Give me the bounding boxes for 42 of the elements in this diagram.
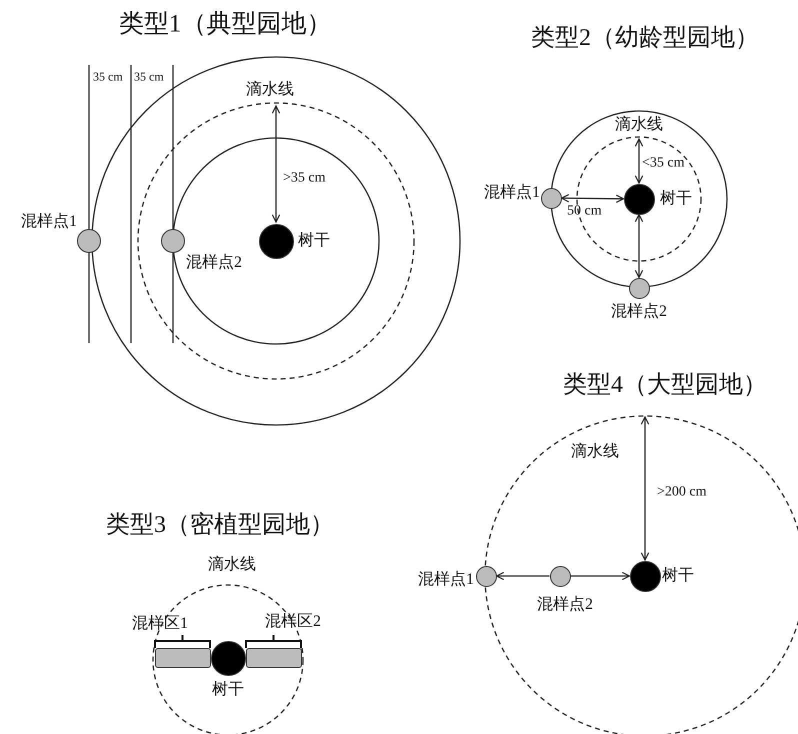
arrow [496,572,550,580]
sampling-zone [246,648,302,668]
point-label: 混样点2 [537,596,593,614]
dimension-text: 35 cm [134,70,164,84]
sampling-point [628,278,650,298]
arrow [560,194,624,203]
tree-trunk [630,560,660,592]
sampling-point [540,188,562,208]
point-label: 混样区1 [132,615,188,633]
panel-title: 类型2（幼龄型园地） [531,24,759,52]
drip-line-label: 滴水线 [571,443,619,461]
drip-line-label: 滴水线 [208,556,256,574]
tree-trunk [258,224,294,258]
panel-title: 类型4（大型园地） [563,372,767,398]
point-label: 树干 [660,190,692,208]
dimension-text: >35 cm [283,170,326,186]
dimension-text: 50 cm [567,203,602,219]
arrow [570,572,630,580]
panel-title: 类型1（典型园地） [118,10,332,38]
sampling-point [77,229,101,253]
sampling-point [550,566,570,586]
point-label: 混样点2 [611,303,667,321]
drip-line-label: 滴水线 [615,116,663,134]
point-label: 树干 [212,681,244,699]
sampling-point [161,229,185,253]
dimension-text: <35 cm [642,155,684,171]
sampling-zone [154,648,210,668]
point-label: 树干 [662,567,694,585]
point-label: 混样点1 [418,571,474,589]
dimension-text: 35 cm [93,70,123,84]
point-label: 混样点1 [484,184,540,202]
dimension-text: >200 cm [657,484,706,500]
drip-line-label: 滴水线 [246,81,294,99]
point-label: 混样区2 [265,613,321,631]
panel-title: 类型3（密植型园地） [106,512,334,538]
tree-trunk [210,640,246,676]
point-label: 混样点1 [21,213,77,231]
tree-trunk [624,184,654,214]
sampling-point [476,566,496,586]
arrow [634,214,644,278]
point-label: 树干 [298,232,330,250]
point-label: 混样点2 [186,254,242,272]
